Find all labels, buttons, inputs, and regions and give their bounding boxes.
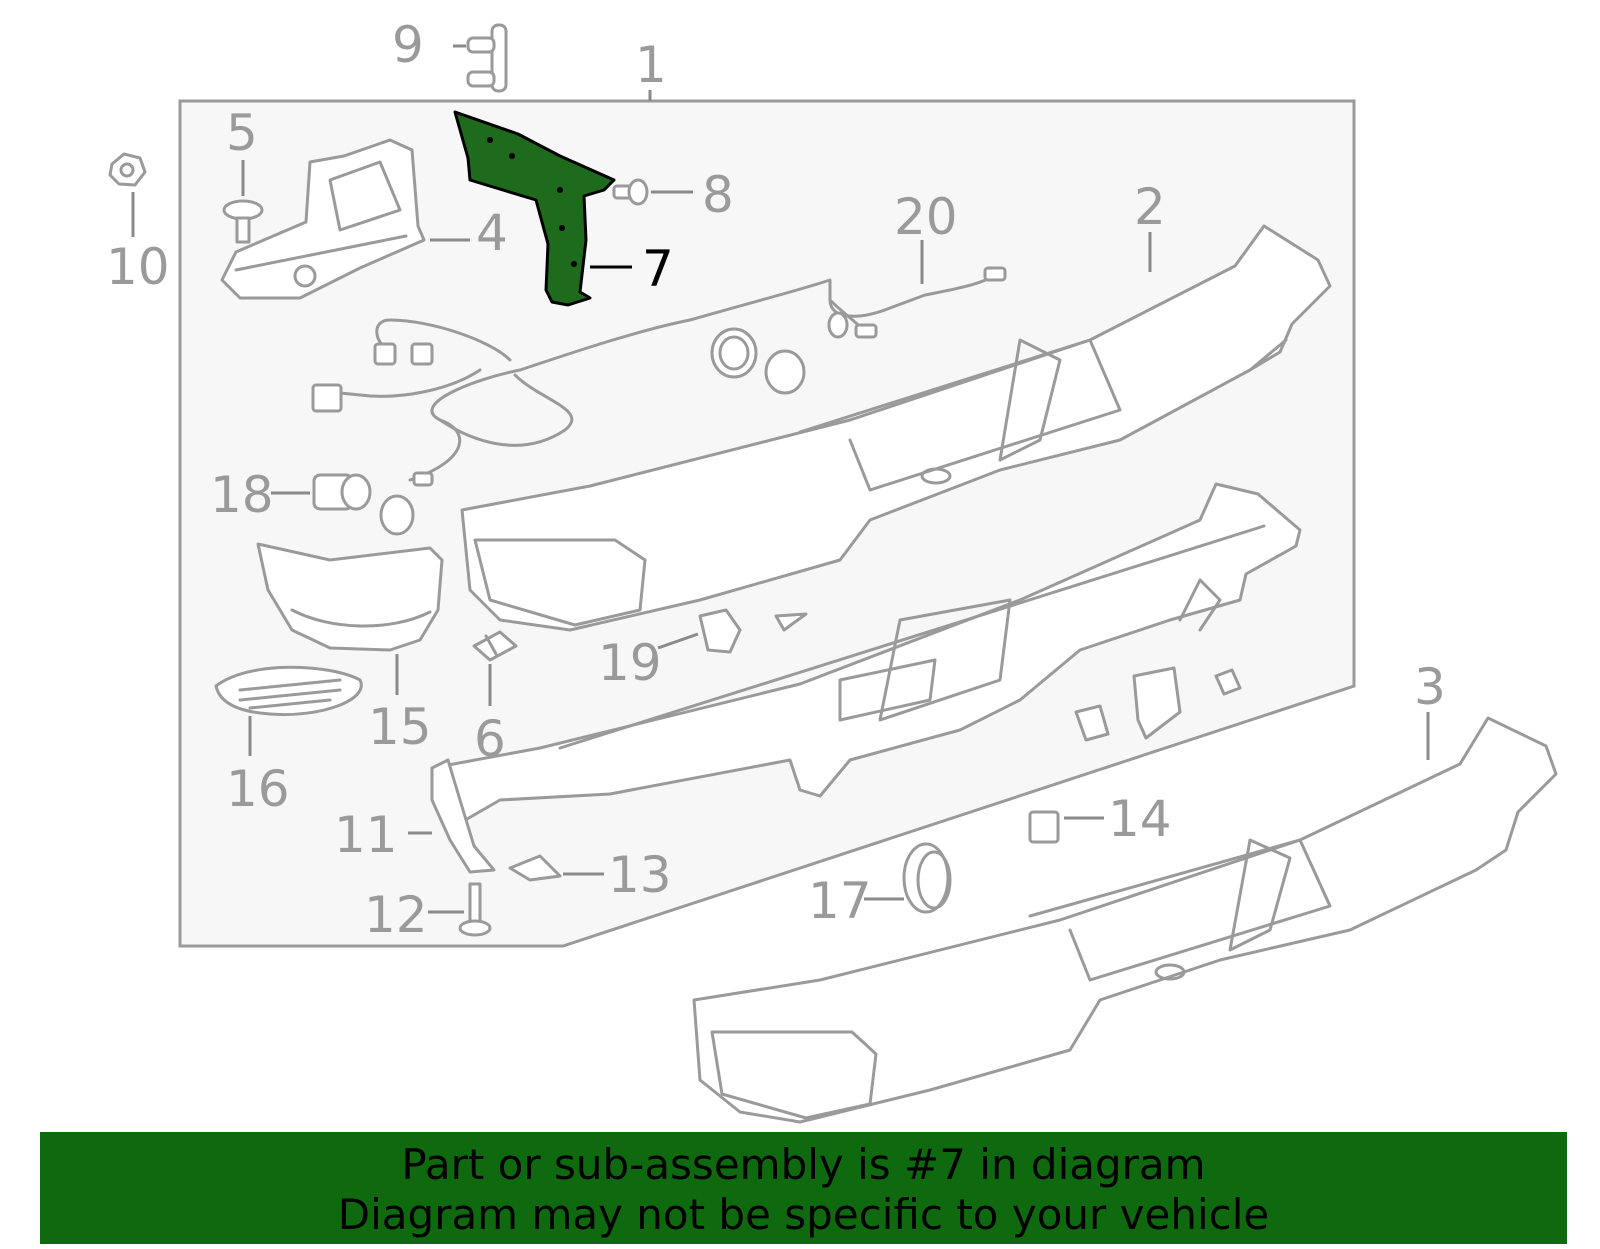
callout-10: 10 — [106, 238, 170, 296]
banner-line-1: Part or sub-assembly is #7 in diagram — [401, 1140, 1206, 1189]
callout-4: 4 — [476, 204, 508, 262]
callout-20: 20 — [894, 188, 958, 246]
callout-11: 11 — [334, 806, 398, 864]
nut-part-10 — [108, 152, 147, 187]
callout-19: 19 — [598, 634, 662, 692]
fastener-part-8 — [612, 178, 649, 206]
callout-17: 17 — [808, 872, 872, 930]
callout-1: 1 — [635, 36, 667, 94]
callout-2: 2 — [1134, 178, 1166, 236]
grommet — [764, 349, 806, 395]
callout-18: 18 — [210, 466, 274, 524]
callout-13: 13 — [608, 846, 672, 904]
bracket-part-4 — [220, 138, 426, 300]
callout-14: 14 — [1108, 790, 1172, 848]
module-part — [1074, 666, 1242, 742]
trim-part-11 — [430, 758, 496, 874]
grille-part-16 — [214, 665, 363, 717]
lamp-housing-part-15 — [256, 542, 444, 652]
callout-9: 9 — [392, 16, 424, 74]
callout-15: 15 — [368, 698, 432, 756]
callout-3: 3 — [1414, 658, 1446, 716]
callout-6: 6 — [474, 710, 506, 768]
bolt-part-5 — [222, 199, 264, 244]
callout-16: 16 — [226, 760, 290, 818]
bumper-face-bar-part-3 — [692, 716, 1558, 1124]
bumper-face-bar-part-2 — [460, 224, 1332, 632]
stud-part-9 — [466, 23, 508, 93]
sensor-part-18 — [312, 473, 372, 511]
clip-part-6 — [472, 630, 518, 662]
step-bumper-assembly — [430, 482, 1302, 832]
info-banner: Part or sub-assembly is #7 in diagram Di… — [40, 1132, 1567, 1244]
bolt-part-12 — [458, 882, 492, 937]
callout-5: 5 — [226, 104, 258, 162]
banner-line-2: Diagram may not be specific to your vehi… — [337, 1190, 1270, 1239]
pad-part-19 — [698, 608, 808, 654]
callout-7: 7 — [642, 240, 674, 298]
clip-part-14 — [1028, 810, 1060, 844]
grommet-part-17 — [902, 842, 952, 914]
callout-8: 8 — [702, 166, 734, 224]
wiring-harness-part-20 — [311, 266, 1007, 487]
bracket-part-7-highlighted — [453, 110, 616, 307]
clip-part-13 — [508, 854, 562, 882]
sensor-ring — [379, 494, 415, 536]
callout-12: 12 — [364, 886, 428, 944]
